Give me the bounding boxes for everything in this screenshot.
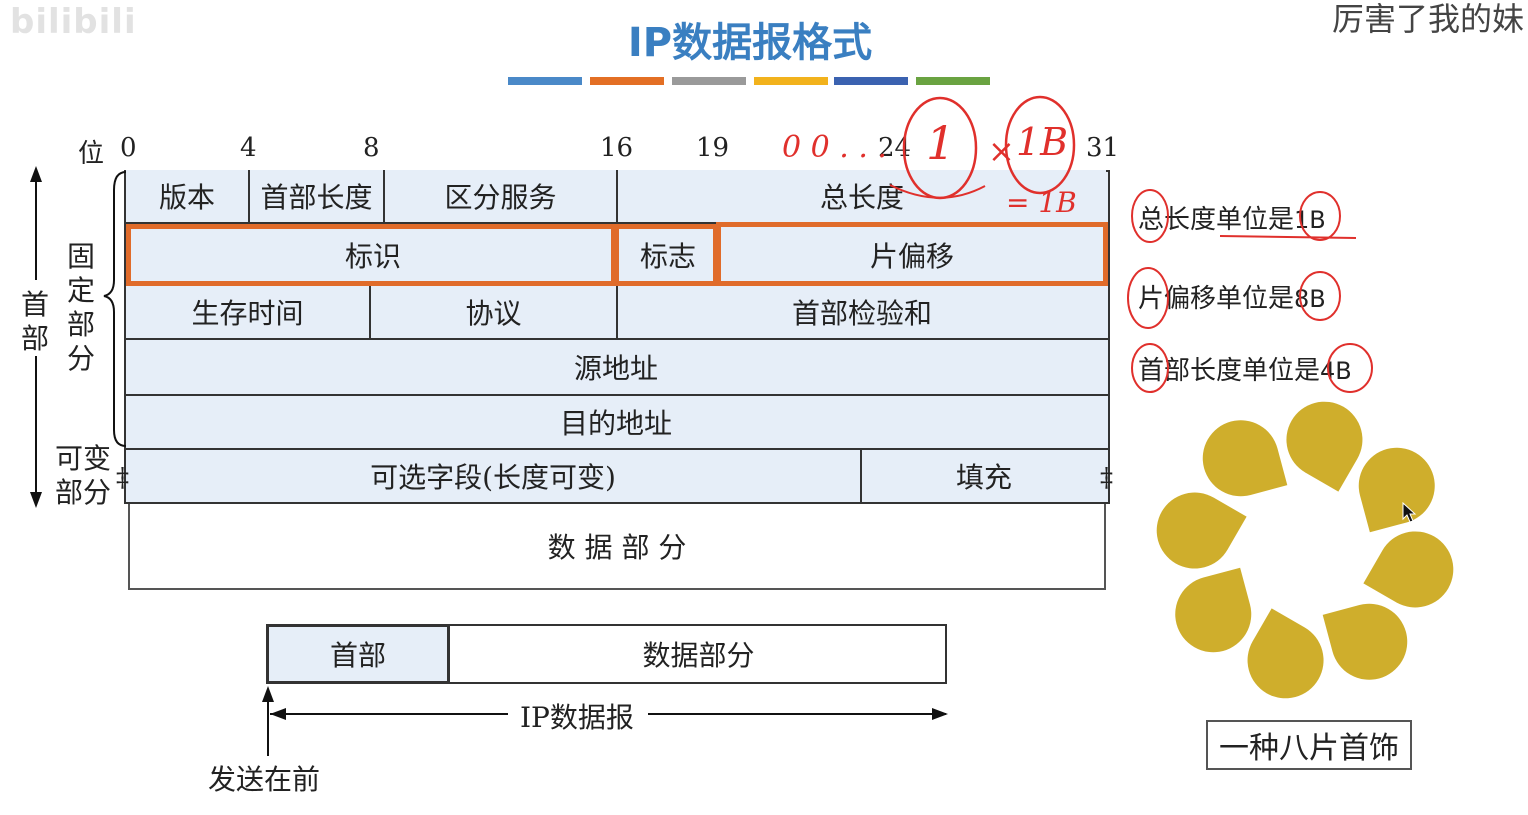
datagram-arrows: [262, 686, 948, 756]
ornament-petal: [1363, 531, 1454, 608]
field-total-length: 总长度: [618, 170, 1106, 222]
pen-1b: 1B: [1016, 120, 1069, 164]
options-marker-right: ‡: [1100, 463, 1113, 493]
datagram-data-label: 数据部分: [642, 639, 755, 672]
data-part-label: 数 据 部 分: [547, 531, 687, 564]
bit-axis-label: 位: [78, 139, 105, 169]
note-circles: [1127, 189, 1373, 393]
color-bar-6: [916, 77, 990, 85]
pen-equals-1b: = 1B: [1006, 186, 1077, 219]
bit-tick-16: 16: [600, 133, 634, 163]
datagram-data: 数据部分: [450, 624, 947, 684]
note-fragment-offset: 片偏移单位是8B: [1138, 278, 1326, 315]
pen-annotations: [889, 95, 1076, 200]
highlight-flags: [614, 224, 718, 286]
field-identification: 标识: [130, 229, 616, 281]
bit-tick-19: 19: [696, 133, 730, 163]
note-total-length-text: 总长度单位是: [1138, 205, 1295, 235]
field-destination-address: 目的地址: [126, 396, 1106, 448]
field-source-address: 源地址: [126, 340, 1106, 394]
field-protocol: 协议: [371, 286, 618, 338]
ornament-petal: [1202, 420, 1288, 497]
pen-zeros: 0 0 . . .: [782, 130, 887, 165]
ornament-label: 一种八片首饰: [1206, 720, 1412, 770]
field-ttl: 生存时间: [126, 286, 371, 338]
data-part-box: 数 据 部 分: [128, 504, 1106, 590]
ornament-petal: [1358, 447, 1435, 533]
side-label-fixed: 固定部分: [66, 240, 95, 375]
header-row-3: 生存时间 协议 首部检验和: [126, 286, 1108, 340]
field-padding: 填充: [862, 450, 1106, 502]
field-diff-services: 区分服务: [385, 170, 618, 222]
field-options: 可选字段(长度可变): [126, 450, 862, 502]
side-label-header: 首部: [20, 288, 49, 355]
pen-one: 1: [926, 116, 956, 170]
note-total-length: 总长度单位是1B: [1138, 199, 1326, 236]
datagram-header-label: 首部: [329, 639, 386, 672]
field-header-checksum: 首部检验和: [618, 286, 1106, 338]
pen-times: ×: [988, 132, 1015, 170]
side-brackets: [30, 166, 127, 508]
datagram-header: 首部: [266, 624, 450, 684]
eight-petal-ornament: [1156, 401, 1454, 699]
field-header-length: 首部长度: [250, 170, 385, 222]
bit-tick-8: 8: [363, 133, 380, 163]
bit-tick-0: 0: [120, 133, 137, 163]
cursor-icon: [1402, 502, 1417, 523]
color-bar-4: [754, 77, 828, 85]
watermark: bilibili: [10, 2, 137, 42]
color-bar-5: [834, 77, 908, 85]
corner-caption: 厉害了我的妹: [1332, 0, 1525, 38]
options-marker-left: ‡: [116, 463, 129, 493]
color-bar-1: [508, 77, 582, 85]
ornament-petal: [1156, 492, 1247, 569]
page-title: IP数据报格式: [627, 20, 873, 66]
ornament-petal: [1322, 603, 1408, 680]
ornament-petal: [1247, 608, 1324, 699]
highlight-fragment-offset: [716, 222, 1108, 286]
ornament-petal: [1286, 401, 1363, 492]
color-bar-2: [590, 77, 664, 85]
bit-tick-4: 4: [240, 133, 257, 163]
note-fragment-offset-text: 片偏移单位是: [1138, 284, 1295, 314]
header-row-4: 源地址: [126, 340, 1108, 396]
field-fragment-offset: 片偏移: [724, 229, 1100, 281]
field-flags: 标志: [620, 229, 716, 281]
field-version: 版本: [126, 170, 250, 222]
header-row-1: 版本 首部长度 区分服务 总长度: [126, 170, 1108, 224]
highlight-identification: [126, 224, 616, 286]
header-row-6: 可选字段(长度可变) 填充: [126, 450, 1108, 504]
header-row-5: 目的地址: [126, 396, 1108, 450]
ornament-petal: [1175, 567, 1252, 653]
note-header-length-unit: 4B: [1320, 357, 1352, 385]
color-bar-3: [672, 77, 746, 85]
datagram-label: IP数据报: [520, 701, 634, 734]
side-label-variable: 可变部分: [54, 442, 111, 509]
send-first-label: 发送在前: [208, 763, 321, 796]
bit-tick-31: 31: [1086, 133, 1120, 163]
